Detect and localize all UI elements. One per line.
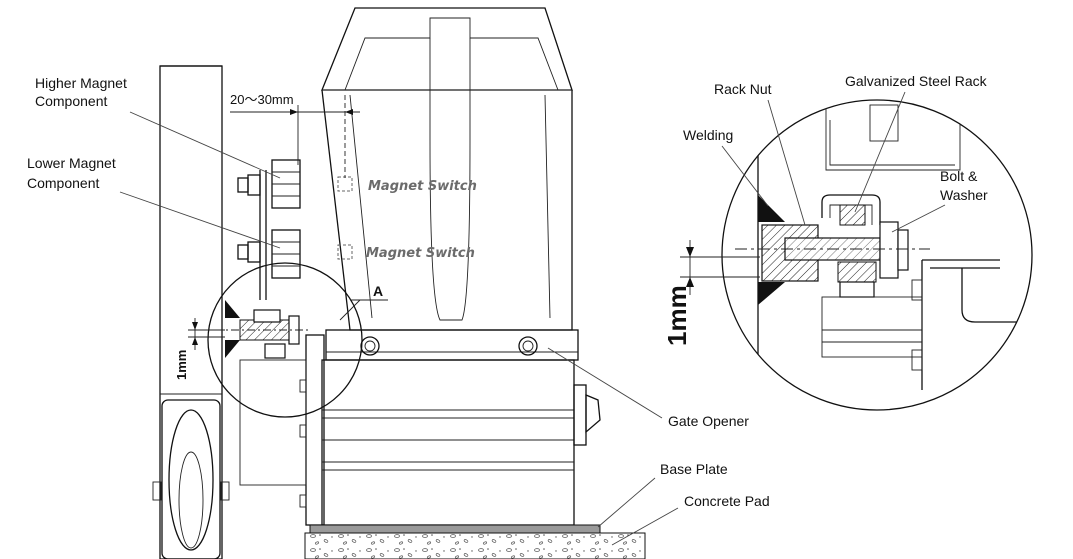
- bolt-washer-label-1: Bolt &: [940, 168, 978, 184]
- detail-a-content: [215, 300, 310, 359]
- gate-opener-leader: [547, 347, 663, 419]
- gap-dimension-label: 20～30mm: [230, 92, 294, 107]
- large-1mm-label: 1mm: [662, 285, 692, 346]
- concrete-pad-label: Concrete Pad: [684, 493, 770, 509]
- welding-leader: [721, 145, 769, 207]
- gate-opener-label: Gate Opener: [668, 413, 749, 429]
- higher-magnet-component: [237, 159, 301, 209]
- detail-a-leader: [339, 299, 361, 321]
- bolt-washer-label-2: Washer: [940, 187, 988, 203]
- higher-magnet-leader: [129, 111, 281, 179]
- lower-magnet-leader: [119, 191, 281, 249]
- magnet-switch-lower-label: Magnet Switch: [366, 246, 475, 261]
- lower-magnet-label-2: Component: [27, 175, 99, 191]
- magnet-switch-upper-label: Magnet Switch: [368, 179, 477, 194]
- rack-nut-leader: [767, 99, 806, 226]
- concrete-pad-leader: [611, 507, 679, 546]
- small-1mm-label: 1mm: [174, 350, 189, 380]
- higher-magnet-label-2: Component: [35, 93, 107, 109]
- gap-dimension: [230, 95, 360, 178]
- lower-magnet-label-1: Lower Magnet: [27, 155, 116, 171]
- galvanized-steel-rack-leader: [854, 91, 906, 213]
- magnet-switch-upper: [337, 176, 353, 192]
- rack-nut-label: Rack Nut: [714, 81, 772, 97]
- galvanized-steel-rack-label: Galvanized Steel Rack: [845, 73, 988, 89]
- detail-a-marker: A: [373, 283, 383, 299]
- base-plate-leader: [597, 477, 656, 528]
- concrete-pad: [304, 532, 646, 559]
- base-plate-label: Base Plate: [660, 461, 728, 477]
- lower-magnet-component: [237, 229, 301, 279]
- small-1mm-dimension: [188, 318, 225, 350]
- gate-opener-body: [239, 7, 601, 526]
- detail-a-circle: [207, 262, 363, 418]
- gate-frame: [152, 65, 267, 559]
- welding-label: Welding: [683, 127, 733, 143]
- base-plate: [309, 524, 601, 534]
- detail-a-enlarged-circle: [721, 99, 1033, 411]
- magnet-switch-lower: [337, 244, 353, 260]
- higher-magnet-label-1: Higher Magnet: [35, 75, 127, 91]
- bolt-washer-leader: [891, 204, 946, 233]
- large-1mm-dimension: [680, 240, 760, 295]
